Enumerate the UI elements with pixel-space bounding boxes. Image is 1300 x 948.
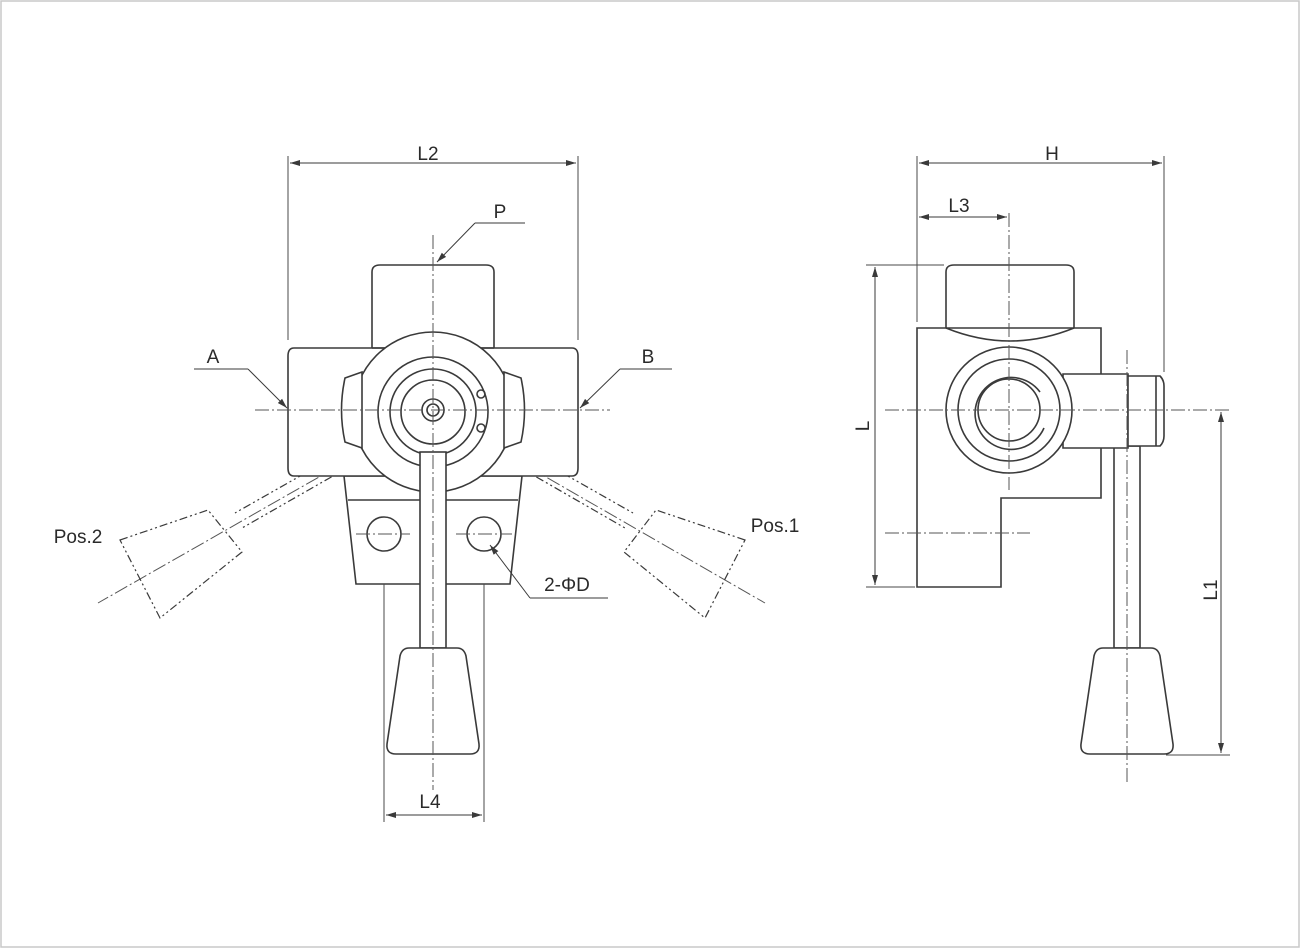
dim-label-2-phi-d: 2-ΦD <box>544 575 590 596</box>
position-label-pos2: Pos.2 <box>54 527 103 548</box>
port-label-a: A <box>207 347 220 368</box>
side-view: H L3 L L1 <box>853 144 1230 782</box>
dim-label-h: H <box>1045 144 1059 165</box>
dim-label-l: L <box>853 421 874 432</box>
front-view: L2 P A B 2-ΦD L4 Pos.2 Pos.1 <box>54 144 800 822</box>
dim-label-l4: L4 <box>419 792 441 813</box>
dim-label-l3: L3 <box>948 196 969 217</box>
port-label-p: P <box>494 202 507 223</box>
side-handle-knob <box>1080 647 1174 755</box>
side-body-top-boss <box>945 264 1075 331</box>
dim-label-l1: L1 <box>1201 579 1222 600</box>
dim-label-l2: L2 <box>417 144 438 165</box>
side-stem <box>1127 375 1165 447</box>
position-label-pos1: Pos.1 <box>751 516 800 537</box>
port-label-b: B <box>642 347 655 368</box>
